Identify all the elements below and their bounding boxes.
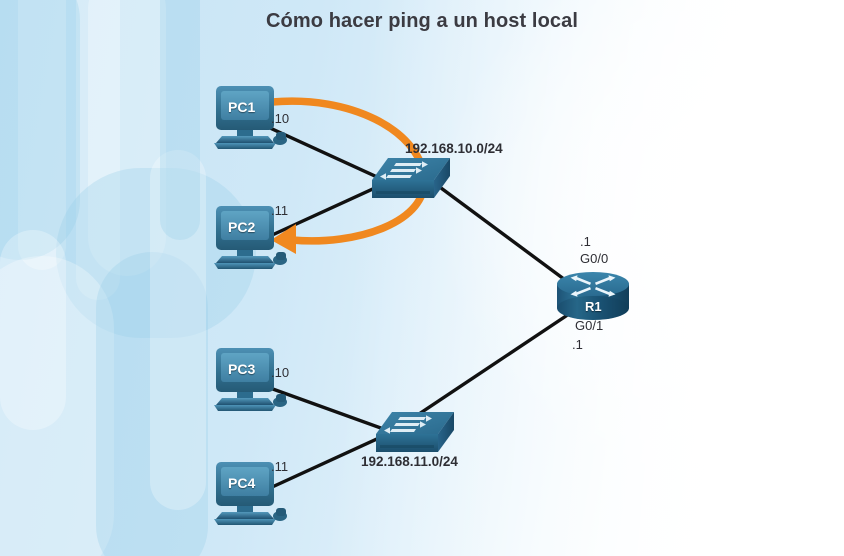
link-pc4-sw2: [269, 430, 393, 490]
device-pc4[interactable]: [214, 462, 287, 525]
label-r1-g01-port: G0/1: [575, 318, 604, 333]
device-pc2[interactable]: [214, 206, 287, 269]
label-r1-g00-ip: .1: [580, 234, 591, 249]
link-pc2-sw1: [269, 180, 389, 238]
device-switch-top[interactable]: [372, 158, 450, 198]
label-pc4-ip: .11: [271, 459, 289, 474]
router-top-arrows: [570, 275, 616, 297]
page-title: Cómo hacer ping a un host local: [265, 10, 579, 32]
switch-top-arrows: [380, 161, 428, 180]
device-switch-bottom[interactable]: [376, 412, 454, 452]
label-r1-g01-ip: .1: [572, 337, 583, 352]
device-pc1[interactable]: [214, 86, 287, 149]
switch-top-arrows: [384, 415, 432, 434]
label-pc1-ip: .10: [271, 111, 290, 126]
label-pc2-ip: .11: [271, 203, 289, 218]
device-router-r1[interactable]: [557, 272, 629, 320]
link-pc1-sw1: [269, 126, 389, 184]
label-network-bottom: 192.168.11.0/24: [361, 454, 458, 469]
link-sw1-r1: [439, 186, 578, 290]
label-network-top: 192.168.10.0/24: [405, 141, 503, 156]
device-pc3[interactable]: [214, 348, 287, 411]
label-r1-g00-port: G0/0: [580, 251, 609, 266]
label-pc3-ip: .10: [271, 365, 290, 380]
link-pc3-sw2: [269, 386, 393, 434]
